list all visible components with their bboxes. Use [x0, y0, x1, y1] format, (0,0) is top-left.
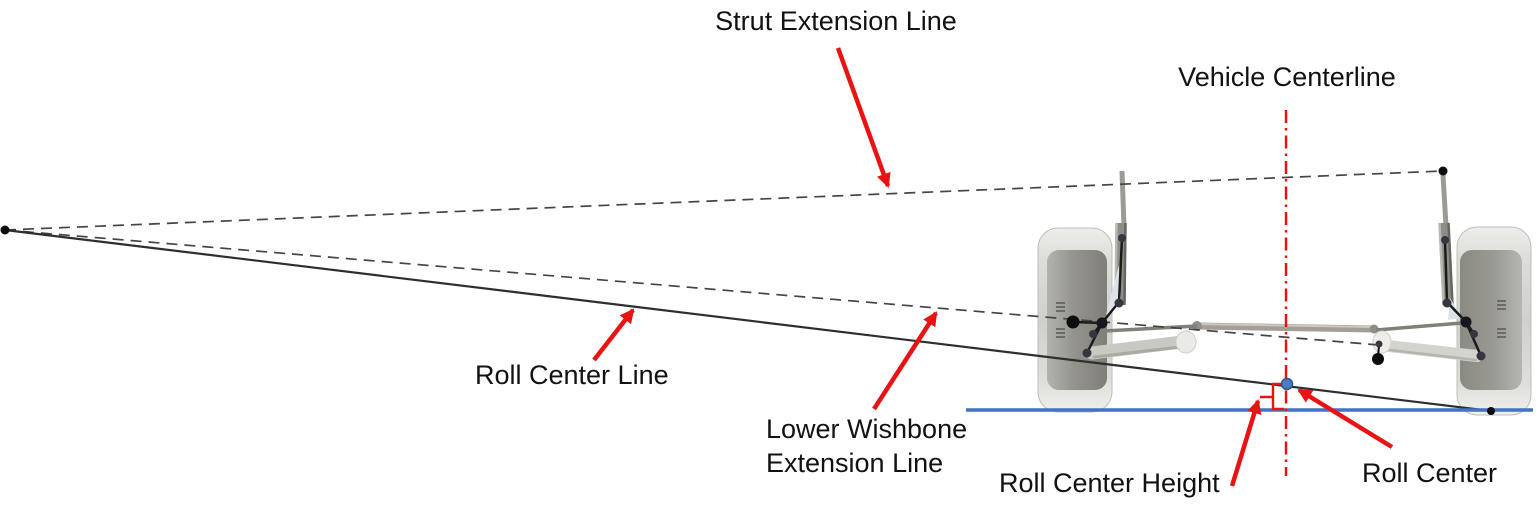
- lower-wishbone-label-line2: Extension Line: [766, 448, 944, 478]
- strut-extension-arrow: [835, 47, 891, 188]
- lower-wishbone-extension-dashed-line: [4, 229, 1380, 346]
- roll-center-label: Roll Center: [1362, 458, 1498, 488]
- strut-top-point: [1438, 166, 1448, 176]
- roll-center-line-arrow: [592, 308, 635, 362]
- roll-center-solid-line: [4, 228, 1492, 413]
- lower-wishbone-arrow: [872, 311, 938, 411]
- roll-center-line-label: Roll Center Line: [475, 360, 669, 390]
- right-lower-control-arm: [1372, 330, 1483, 365]
- left-wheel-tread-marks: [1056, 302, 1065, 338]
- strut-extension-line-label: Strut Extension Line: [715, 6, 957, 36]
- roll-center-arrow: [1297, 388, 1394, 449]
- roll-center-point: [1280, 377, 1294, 391]
- vehicle-centerline-label: Vehicle Centerline: [1178, 62, 1396, 92]
- lower-wishbone-extension-line-label: Lower Wishbone Extension Line: [766, 412, 967, 480]
- strut-extension-dashed-line: [4, 170, 1444, 231]
- roll-center-height-arrow: [1229, 399, 1262, 487]
- right-tie-rod: [1375, 321, 1463, 332]
- left-knuckle-linkage: [1066, 234, 1126, 358]
- tire-contact-point: [1487, 407, 1495, 415]
- right-knuckle-linkage: [1441, 236, 1486, 361]
- roll-center-height-label: Roll Center Height: [999, 468, 1220, 498]
- lower-wishbone-label-line1: Lower Wishbone: [766, 414, 968, 444]
- right-wheel-tread-marks: [1497, 300, 1506, 338]
- left-lower-control-arm: [1085, 330, 1197, 360]
- instant-center-point: [0, 225, 10, 235]
- roll-center-height-bracket: [1260, 382, 1284, 411]
- right-wishbone-pivot-dot: [1372, 353, 1384, 365]
- left-tie-rod: [1103, 324, 1198, 333]
